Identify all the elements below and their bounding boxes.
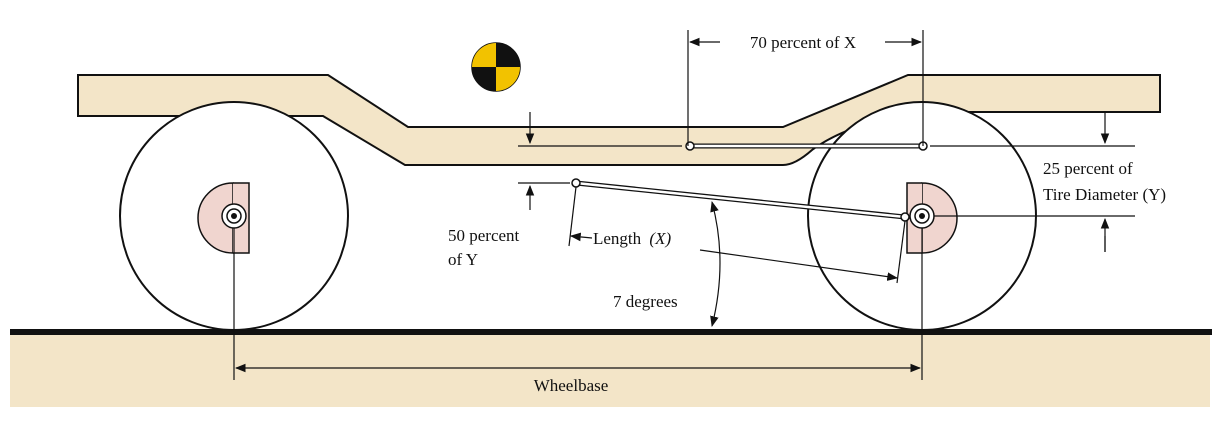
center-of-gravity-icon	[471, 42, 521, 92]
angle-label: 7 degrees	[613, 292, 678, 311]
upper-link-height-dimension	[518, 112, 1135, 147]
upper-control-link	[685, 141, 928, 151]
fifty-percent-label-line2: of Y	[448, 250, 478, 269]
ground-strip	[10, 332, 1210, 407]
twenty-five-percent-label-line2: Tire Diameter (Y)	[1043, 185, 1166, 204]
twenty-five-percent-label-line1: 25 percent of	[1043, 159, 1133, 178]
front-axle-assembly	[906, 182, 958, 254]
length-label: Length (X)	[593, 229, 671, 248]
seventy-percent-label: 70 percent of X	[750, 33, 856, 52]
angle-dimension	[710, 200, 721, 328]
rear-axle-assembly	[197, 182, 250, 254]
wheelbase-label: Wheelbase	[534, 376, 609, 395]
fifty-percent-dimension	[518, 182, 570, 210]
length-dimension	[568, 186, 906, 284]
seventy-percent-dimension	[687, 30, 924, 146]
length-label-text: Length	[593, 229, 642, 248]
wheelbase-dimension	[233, 228, 923, 380]
length-label-variable: (X)	[649, 229, 671, 248]
vehicle-frame	[77, 74, 1161, 166]
fifty-percent-label-line1: 50 percent	[448, 226, 520, 245]
axle-height-dimension	[934, 215, 1135, 252]
